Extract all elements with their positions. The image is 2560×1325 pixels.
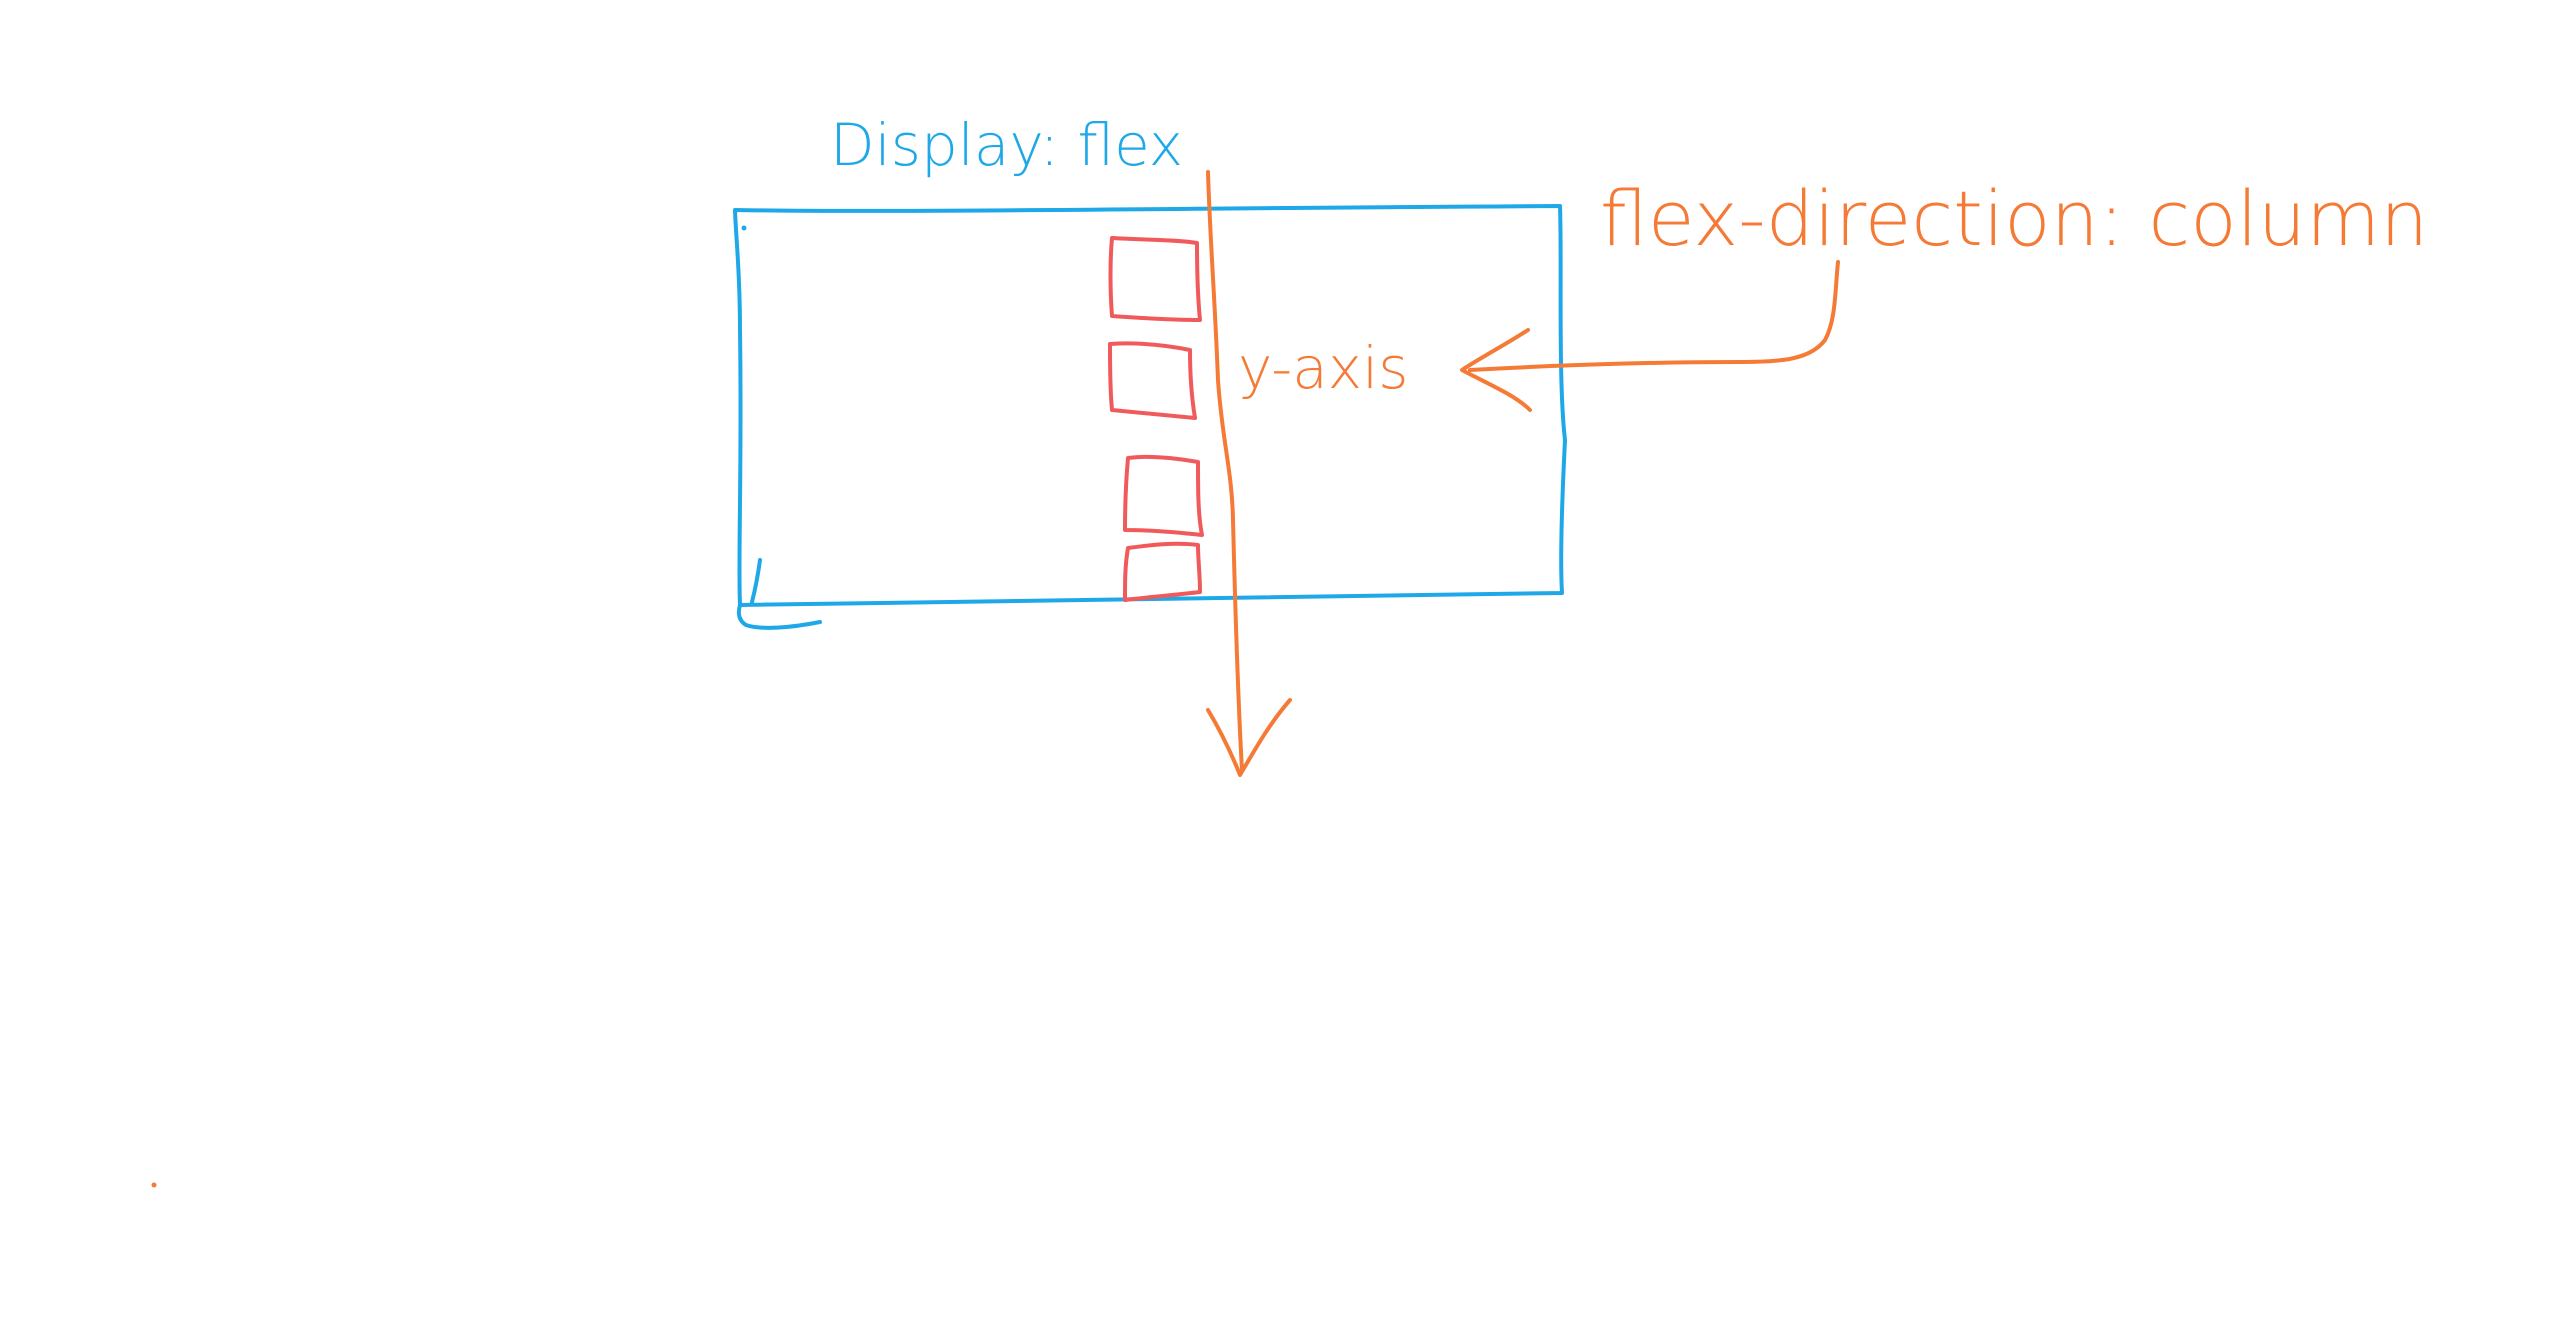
flex-item-3 [1123,454,1204,537]
axis-label: y-axis [1238,334,1408,402]
direction-leader-line [1468,260,1840,372]
flex-container-left-tick [750,558,762,604]
main-axis-line [1206,170,1244,772]
flex-container-group: Display: flex [733,111,1567,630]
stray-dot-orange [151,1182,157,1188]
main-axis-arrow [1206,170,1292,777]
flex-container-box [733,204,1567,607]
flex-item-4 [1123,541,1202,602]
direction-leader-arrowhead [1460,328,1532,412]
flex-item-1 [1108,236,1202,322]
flex-container-stroke-tail [736,603,822,630]
main-axis-arrowhead [1206,698,1292,777]
stray-dot-blue [741,225,747,231]
flex-items [1108,236,1204,602]
direction-annotation: flex-direction: column y-axis [1238,174,2428,412]
direction-label: flex-direction: column [1600,174,2428,263]
container-label: Display: flex [830,111,1183,179]
flex-item-2 [1108,341,1197,420]
